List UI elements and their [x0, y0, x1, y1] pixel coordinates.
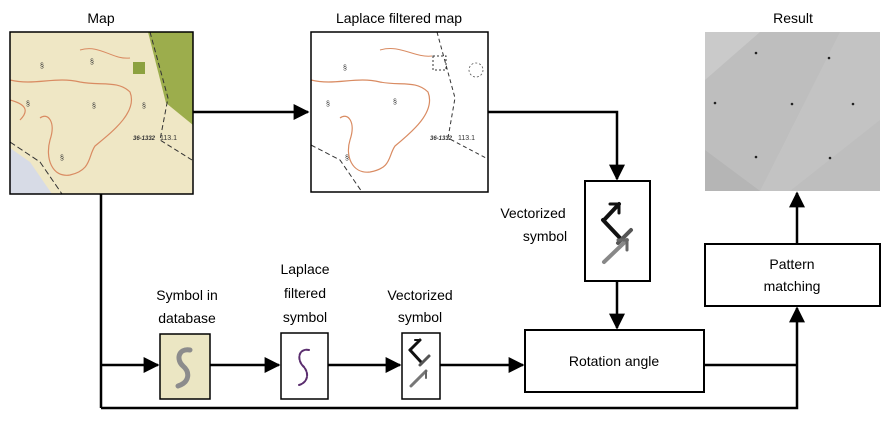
vectorized-symbol-icon: [601, 202, 633, 264]
contour-line: [311, 79, 431, 173]
symbol-db-label: Symbol in: [156, 287, 217, 303]
survey-code: 36-1332: [430, 136, 453, 142]
laplace-symbol-label: Laplace: [280, 261, 329, 277]
map-symbol: §: [343, 65, 347, 72]
pattern-matching-box: [704, 243, 881, 307]
symbol-db-glyph: [175, 347, 193, 389]
survey-height: 113.1: [160, 135, 177, 142]
map-symbol: §: [326, 101, 330, 108]
contour-line: [79, 48, 131, 59]
rotation-angle-box: [524, 329, 705, 393]
map-symbol: §: [26, 101, 30, 108]
map-symbol: §: [40, 63, 44, 70]
laplace-map-title: Laplace filtered map: [336, 10, 462, 26]
rotation-angle-label: Rotation angle: [569, 353, 660, 369]
pattern-matching-label: Pattern: [769, 256, 814, 272]
contour-line: [379, 48, 433, 57]
survey-height: 113.1: [458, 135, 475, 142]
vectorized-small-icon: [408, 338, 431, 388]
vectorized-right-label: symbol: [523, 228, 567, 244]
map-symbol: §: [393, 99, 397, 106]
survey-code: 36-1332: [133, 136, 156, 142]
laplace-symbol-label: symbol: [283, 309, 327, 325]
map-image: § § § § § § 36-1332 113.1: [10, 32, 193, 194]
map-symbol: §: [60, 155, 64, 162]
laplace-map-image: § § § § 36-1332 113.1: [311, 32, 488, 192]
result-title: Result: [773, 10, 813, 26]
connector-bottom-loop: [101, 306, 805, 410]
pattern-matching-label: matching: [764, 278, 821, 294]
map-symbol: §: [345, 155, 349, 162]
map-symbol: §: [142, 103, 146, 110]
vectorized-symbol-box: [584, 180, 651, 282]
vectorized-right-label: Vectorized: [500, 205, 565, 221]
vectorized-small-label: Vectorized: [387, 287, 452, 303]
laplace-symbol-label: filtered: [284, 285, 326, 301]
symbol-db-label: database: [158, 310, 216, 326]
forest-area: [148, 32, 193, 125]
arrow-laplace-to-vectorized: [488, 110, 625, 181]
result-image: [705, 32, 880, 191]
laplace-symbol-glyph: [298, 348, 310, 386]
map-title: Map: [87, 10, 114, 26]
map-symbol: §: [90, 59, 94, 66]
contour-line: [10, 79, 133, 176]
laplace-symbol-image: [280, 332, 329, 400]
map-symbol: §: [92, 103, 96, 110]
vectorized-small-label: symbol: [398, 309, 442, 325]
contour-line: [10, 99, 26, 121]
